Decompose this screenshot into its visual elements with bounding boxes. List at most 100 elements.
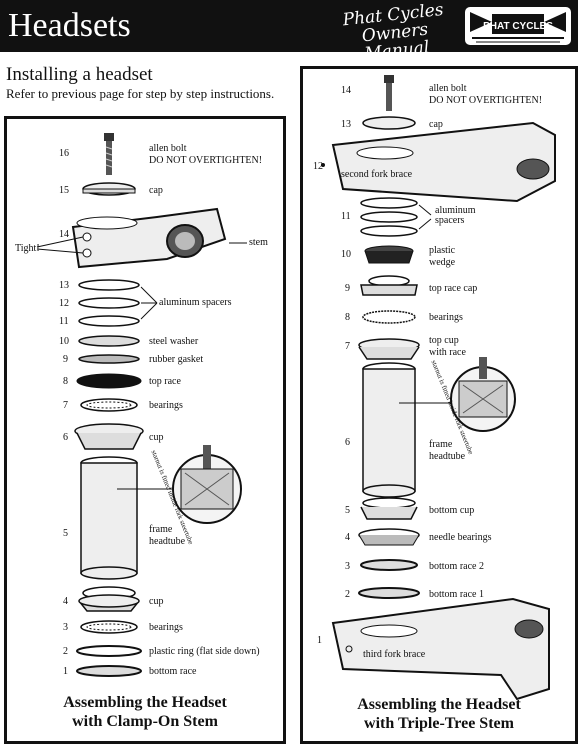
right-caption: Assembling the Headset with Triple-Tree … xyxy=(303,695,575,733)
intro-heading: Installing a headset xyxy=(6,64,153,85)
cap-15 xyxy=(82,182,136,196)
top-race-cap-9 xyxy=(360,275,418,296)
steel-washer-10 xyxy=(78,335,140,347)
left-num-15: 15 xyxy=(59,185,69,196)
bottom-race-1 xyxy=(76,665,142,677)
left-label-9: rubber gasket xyxy=(149,354,204,365)
plastic-wedge-10 xyxy=(364,245,414,264)
right-label-13: cap xyxy=(429,119,443,130)
top-cup-7 xyxy=(358,338,420,360)
left-label-6: cup xyxy=(149,432,164,443)
right-label-14b: DO NOT OVERTIGHTEN! xyxy=(429,95,543,106)
left-num-3: 3 xyxy=(63,622,68,633)
right-num-3: 3 xyxy=(345,561,350,572)
left-label-8: top race xyxy=(149,376,181,387)
right-num-5: 5 xyxy=(345,505,350,516)
brand-tagline: Phat Cycles Owners Manual xyxy=(328,0,463,67)
right-label-14: allen bolt xyxy=(429,83,467,94)
bottom-cup-5 xyxy=(360,497,418,520)
right-num-1: 1 xyxy=(317,635,322,646)
right-num-9: 9 xyxy=(345,283,350,294)
left-label-5b: headtube xyxy=(149,536,186,547)
right-panel: 14 allen bolt DO NOT OVERTIGHTEN! 13 cap… xyxy=(300,66,578,744)
left-num-7: 7 xyxy=(63,400,68,411)
left-num-9: 9 xyxy=(63,354,68,365)
allen-bolt-14 xyxy=(384,75,394,111)
right-label-8: bearings xyxy=(429,312,463,323)
right-num-4: 4 xyxy=(345,532,350,543)
right-caption-line-2: with Triple-Tree Stem xyxy=(364,715,514,732)
bottom-race-1 xyxy=(358,587,420,599)
right-label-2: bottom race 1 xyxy=(429,589,484,600)
cup-4 xyxy=(78,586,140,612)
right-num-7: 7 xyxy=(345,341,350,352)
right-label-11b: spacers xyxy=(435,215,465,226)
left-num-14: 14 xyxy=(59,229,69,240)
left-num-8: 8 xyxy=(63,376,68,387)
right-label-1: third fork brace xyxy=(363,649,426,660)
bearings-3 xyxy=(80,620,138,634)
left-num-5: 5 xyxy=(63,528,68,539)
left-num-4: 4 xyxy=(63,596,68,607)
left-label-16b: DO NOT OVERTIGHTEN! xyxy=(149,155,263,166)
spacers-11 xyxy=(360,197,432,237)
left-label-16: allen bolt xyxy=(149,143,187,154)
header-bar: Headsets Phat Cycles Owners Manual PHAT … xyxy=(0,0,578,64)
left-label-7: bearings xyxy=(149,400,183,411)
left-panel: 16 allen bolt DO NOT OVERTIGHTEN! 15 cap… xyxy=(4,116,286,744)
plastic-ring-2 xyxy=(76,645,142,657)
left-label-2: plastic ring (flat side down) xyxy=(149,646,260,657)
right-label-7: top cup xyxy=(429,335,459,346)
intro-subtext: Refer to previous page for step by step … xyxy=(6,86,275,101)
right-label-12: second fork brace xyxy=(341,169,413,180)
left-label-5: frame xyxy=(149,524,173,535)
left-label-15: cap xyxy=(149,185,163,196)
left-label-3: bearings xyxy=(149,622,183,633)
right-num-6: 6 xyxy=(345,437,350,448)
allen-bolt-16 xyxy=(104,133,114,175)
top-race-8 xyxy=(76,373,142,389)
right-label-9: top race cap xyxy=(429,283,478,294)
left-num-13: 13 xyxy=(59,280,69,291)
right-label-11: aluminum xyxy=(435,205,476,216)
left-label-13: aluminum spacers xyxy=(159,297,232,308)
clamp-stem-diagram xyxy=(36,133,247,677)
triple-tree-diagram xyxy=(321,75,556,701)
left-num-11: 11 xyxy=(59,316,69,327)
right-num-12: 12 xyxy=(313,161,323,172)
rubber-gasket-9 xyxy=(78,354,140,364)
third-fork-brace-1 xyxy=(331,597,550,701)
right-caption-line-1: Assembling the Headset xyxy=(357,696,521,713)
bearings-7 xyxy=(80,398,138,412)
phat-cycles-logo: PHAT CYCLES xyxy=(463,5,573,47)
needle-bearings-4 xyxy=(358,528,420,546)
right-num-2: 2 xyxy=(345,589,350,600)
right-label-4: needle bearings xyxy=(429,532,492,543)
bearings-8 xyxy=(362,310,416,324)
right-label-7b: with race xyxy=(429,347,466,358)
spacers-13-11 xyxy=(78,279,158,327)
right-label-5: bottom cup xyxy=(429,505,475,516)
left-num-10: 10 xyxy=(59,336,69,347)
stem-14 xyxy=(36,207,247,269)
svg-text:PHAT CYCLES: PHAT CYCLES xyxy=(483,21,553,32)
right-label-6b: headtube xyxy=(429,451,466,462)
bottom-race-2 xyxy=(360,559,418,571)
left-label-10: steel washer xyxy=(149,336,199,347)
left-label-14: stem xyxy=(249,237,268,248)
cup-6 xyxy=(74,423,144,450)
page-title: Headsets xyxy=(8,7,131,44)
right-label-10b: wedge xyxy=(429,257,456,268)
cap-13 xyxy=(362,116,416,130)
right-num-8: 8 xyxy=(345,312,350,323)
left-caption: Assembling the Headset with Clamp-On Ste… xyxy=(7,693,283,731)
second-fork-brace-12 xyxy=(321,121,556,203)
left-num-16: 16 xyxy=(59,148,69,159)
right-label-6: frame xyxy=(429,439,453,450)
left-label-1: bottom race xyxy=(149,666,197,677)
right-num-10: 10 xyxy=(341,249,351,260)
left-num-1: 1 xyxy=(63,666,68,677)
left-num-12: 12 xyxy=(59,298,69,309)
starnut-inset xyxy=(172,445,242,524)
left-caption-line-1: Assembling the Headset xyxy=(63,694,227,711)
